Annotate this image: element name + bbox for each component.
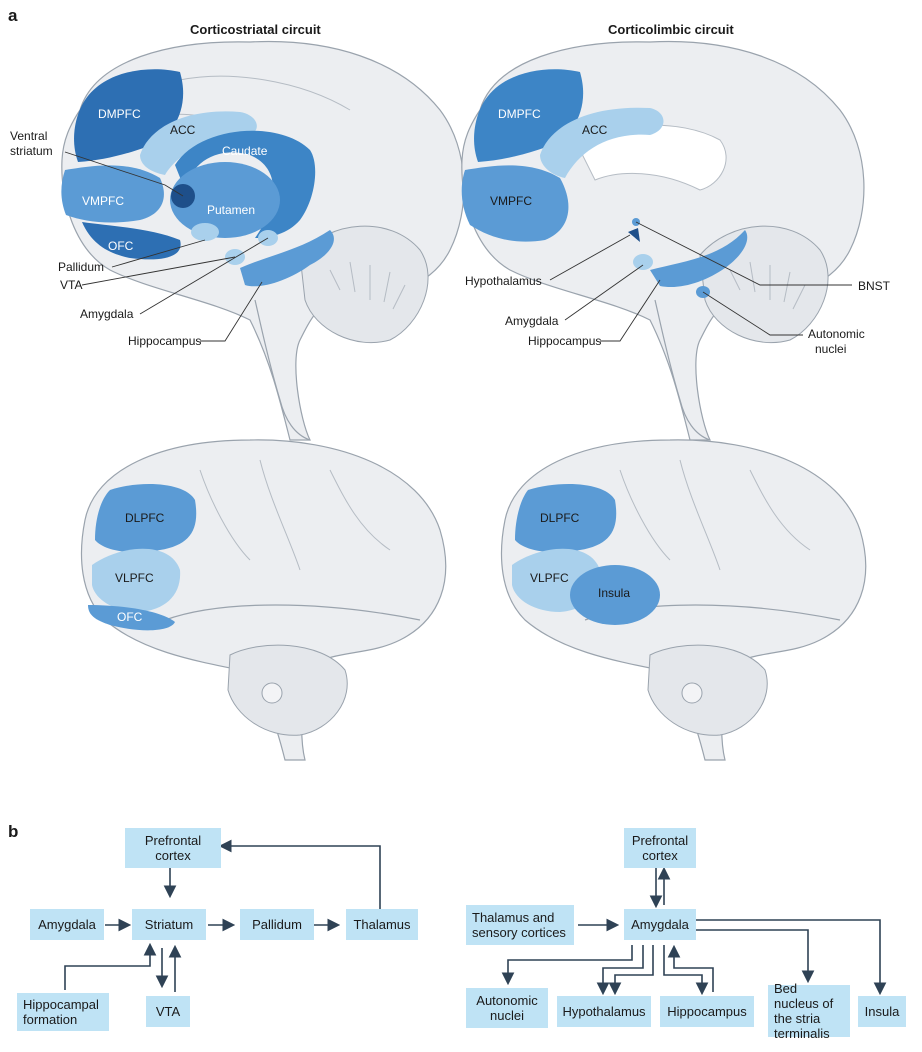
box-prefrontal-right: Prefrontal cortex: [624, 828, 696, 868]
acc-region: [140, 111, 257, 175]
box-pallidum: Pallidum: [240, 909, 314, 940]
cerebellum: [299, 225, 429, 344]
label-pallidum: Pallidum: [58, 260, 104, 274]
vmpfc-region: [61, 165, 164, 223]
label-autonomic: Autonomic: [808, 327, 865, 341]
corticostriatal-title: Corticostriatal circuit: [190, 22, 321, 37]
label-vmpfc: VMPFC: [82, 194, 124, 208]
vlpfc-region: [92, 548, 181, 612]
label-insula: Insula: [598, 586, 630, 600]
label-acc: ACC: [170, 123, 196, 137]
box-hypothalamus: Hypothalamus: [557, 996, 651, 1027]
box-autonomic-nuclei: Autonomic nuclei: [466, 988, 548, 1028]
label-bnst: BNST: [858, 279, 891, 293]
label-vlpfc: VLPFC: [530, 571, 569, 585]
cerebellum: [647, 644, 768, 736]
panel-b-letter: b: [8, 822, 19, 841]
hippocampus-region: [650, 230, 748, 288]
label-acc: ACC: [582, 123, 608, 137]
label-striatum: striatum: [10, 144, 53, 158]
caudate-region: [175, 130, 316, 238]
box-amygdala-right: Amygdala: [624, 909, 696, 940]
box-amygdala-left: Amygdala: [30, 909, 104, 940]
box-insula: Insula: [858, 996, 906, 1027]
label-hippocampus: Hippocampus: [528, 334, 601, 348]
label-ofc: OFC: [117, 610, 143, 624]
label-dlpfc: DLPFC: [540, 511, 580, 525]
label-ofc: OFC: [108, 239, 134, 253]
label-amygdala: Amygdala: [505, 314, 559, 328]
insula-region: [570, 565, 660, 625]
medial-brain-left: DMPFC ACC Ventral striatum Caudate VMPFC…: [10, 40, 465, 441]
label-caudate: Caudate: [222, 144, 268, 158]
label-vta: VTA: [60, 278, 82, 292]
dlpfc-region: [515, 484, 617, 553]
lateral-brain-right: DLPFC VLPFC Insula: [500, 439, 867, 761]
box-prefrontal-left: Prefrontal cortex: [125, 828, 221, 868]
label-vmpfc: VMPFC: [490, 194, 532, 208]
label-hippocampus: Hippocampus: [128, 334, 201, 348]
vmpfc-region: [461, 165, 569, 242]
label-dlpfc: DLPFC: [125, 511, 165, 525]
label-hypothalamus: Hypothalamus: [465, 274, 542, 288]
dlpfc-region: [95, 484, 197, 553]
label-dmpfc: DMPFC: [498, 107, 541, 121]
label-amygdala: Amygdala: [80, 307, 134, 321]
pallidum-region: [191, 223, 219, 241]
label-putamen: Putamen: [207, 203, 255, 217]
amygdala-region: [633, 254, 653, 270]
box-striatum: Striatum: [132, 909, 206, 940]
ofc-region: [82, 222, 181, 260]
medial-brain-right: DMPFC ACC VMPFC Hypothalamus BNST Amygda…: [461, 40, 891, 441]
box-bed-nucleus: Bed nucleus of the stria terminalis: [768, 981, 850, 1041]
box-thalamus-sensory: Thalamus and sensory cortices: [466, 905, 574, 945]
cerebellum: [227, 644, 348, 736]
label-nuclei: nuclei: [815, 342, 846, 356]
lateral-brain-left: DLPFC VLPFC OFC: [80, 439, 447, 761]
putamen-region: [170, 162, 280, 238]
box-thalamus: Thalamus: [346, 909, 418, 940]
box-vta: VTA: [146, 996, 190, 1027]
corticolimbic-title: Corticolimbic circuit: [608, 22, 734, 37]
label-vlpfc: VLPFC: [115, 571, 154, 585]
acc-region: [540, 107, 664, 178]
hippocampus-region: [240, 230, 334, 287]
box-hippocampus: Hippocampus: [660, 996, 754, 1027]
label-ventral: Ventral: [10, 129, 47, 143]
ofc-lateral-region: [88, 605, 175, 631]
hypothalamus-region: [628, 228, 640, 242]
panel-a-letter: a: [8, 6, 18, 25]
box-hippocampal-formation: Hippocampal formation: [17, 993, 109, 1031]
label-dmpfc: DMPFC: [98, 107, 141, 121]
brain-illustrations: DMPFC ACC Ventral striatum Caudate VMPFC…: [10, 40, 891, 761]
